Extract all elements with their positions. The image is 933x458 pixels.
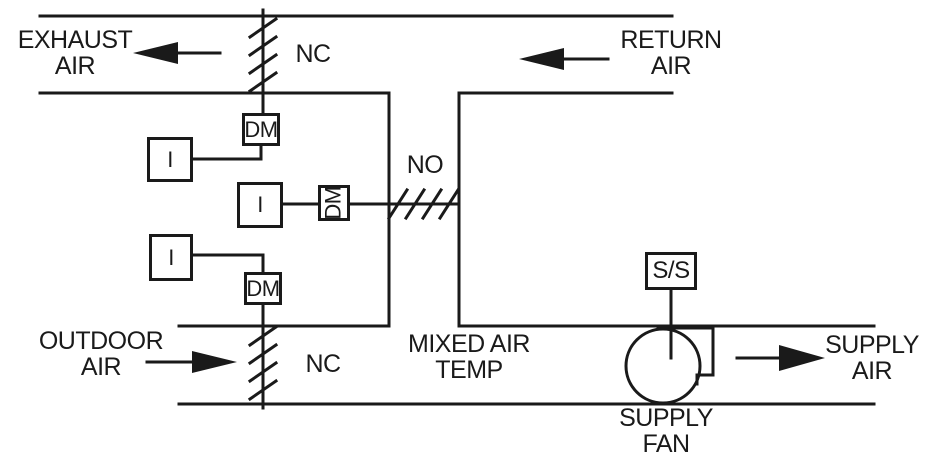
outdoor-air-label: OUTDOOR AIR: [38, 327, 164, 381]
exhaust-damper-hatch: [247, 70, 279, 94]
exhaust-damper-hatch: [247, 34, 279, 58]
supply-fan-scroll-outline: [656, 326, 715, 386]
recirculation-interlock-box: I: [237, 182, 283, 228]
outdoor-damper-nc-label: NC: [305, 350, 341, 378]
exhaust-interlock-box: I: [147, 137, 193, 182]
outdoor-air-arrow-icon: [145, 351, 237, 373]
supply-fan-label: SUPPLY FAN: [619, 404, 713, 458]
outdoor-damper-hatch: [247, 342, 279, 366]
recirculation-damper-hatch: [403, 187, 427, 221]
recirculation-damper-motor-box: DM: [318, 185, 350, 221]
recirculation-damper-motor-text: DM: [321, 186, 346, 220]
mixed-air-temp-label: MIXED AIR TEMP: [408, 330, 530, 384]
start-stop-box: S/S: [645, 252, 697, 290]
recirculation-damper-no-label: NO: [406, 151, 444, 179]
supply-fan-scroll-circle: [624, 327, 702, 405]
return-air-label: RETURN AIR: [620, 26, 722, 80]
supply-fan-icon: [624, 288, 715, 405]
supply-air-arrow-icon: [735, 345, 825, 371]
outdoor-damper-hatch: [247, 324, 279, 348]
outdoor-interlock-box: I: [149, 234, 193, 281]
exhaust-damper-hatch: [247, 16, 279, 40]
recirculation-damper-hatch: [386, 187, 410, 221]
exhaust-damper-icon: [247, 8, 279, 115]
return-air-arrow-icon: [519, 48, 610, 70]
outdoor-damper-icon: [247, 303, 279, 410]
exhaust-interlock-wire: [191, 144, 263, 161]
exhaust-air-arrow-icon: [133, 42, 222, 64]
outdoor-damper-motor-box: DM: [244, 272, 282, 305]
recirculation-damper-hatch: [437, 187, 461, 221]
exhaust-air-label: EXHAUST AIR: [17, 26, 133, 80]
supply-air-label: SUPPLY AIR: [825, 331, 919, 385]
exhaust-damper-nc-label: NC: [295, 40, 331, 68]
recirculation-damper-icon: [348, 187, 461, 221]
outdoor-damper-hatch: [247, 378, 279, 402]
exhaust-damper-hatch: [247, 52, 279, 76]
outdoor-damper-hatch: [247, 360, 279, 384]
exhaust-damper-motor-box: DM: [242, 113, 280, 146]
recirculation-damper-hatch: [420, 187, 444, 221]
outdoor-interlock-wire: [190, 253, 265, 274]
